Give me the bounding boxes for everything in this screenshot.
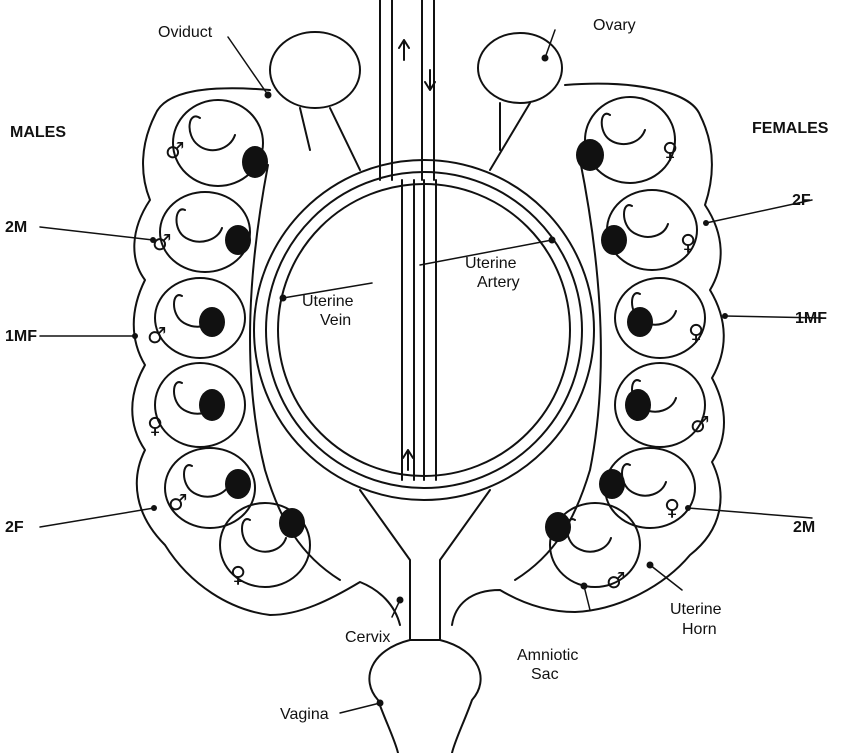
- uterine-artery-label-line2: Artery: [477, 274, 520, 291]
- right-2f-label: 2F: [792, 192, 811, 209]
- right-placenta-2: [601, 225, 627, 255]
- left-placenta-3: [199, 307, 225, 337]
- vagina-label: Vagina: [280, 706, 329, 723]
- cervix-label: Cervix: [345, 629, 390, 646]
- left-fetus-sex-3: ♂: [147, 324, 167, 349]
- right-placenta-6: [545, 512, 571, 542]
- males-heading: MALES: [10, 124, 66, 141]
- amniotic-sac-label-line1: Amniotic: [517, 647, 578, 664]
- uterine-artery-label-line1: Uterine: [465, 255, 517, 272]
- females-heading: FEMALES: [752, 120, 829, 137]
- amniotic-sac-label-line2: Sac: [531, 666, 559, 683]
- left-1mf-label: 1MF: [5, 328, 37, 345]
- uterine-horn-label-line2: Horn: [682, 621, 717, 638]
- cervix-outline: [360, 490, 490, 640]
- vagina-outline: [369, 640, 480, 753]
- right-fetus-sex-5: ♀: [664, 496, 680, 521]
- flow-arrows: [399, 40, 435, 470]
- central-vessels: [380, 0, 436, 480]
- ovary-label: Ovary: [593, 17, 636, 34]
- left-placenta-5: [225, 469, 251, 499]
- right-placenta-1: [576, 139, 604, 171]
- left-2f-label: 2F: [5, 519, 24, 536]
- left-2m-label: 2M: [5, 219, 27, 236]
- oviduct-label: Oviduct: [158, 24, 213, 41]
- uterine-vein-label-line1: Uterine: [302, 293, 354, 310]
- right-fetus-sex-2: ♀: [680, 231, 696, 256]
- left-placenta-4: [199, 389, 225, 421]
- uterine-vein-label-line2: Vein: [320, 312, 351, 329]
- right-2m-label: 2M: [793, 519, 815, 536]
- left-fetus-sex-4: ♀: [147, 414, 163, 439]
- left-placenta-1: [242, 146, 268, 178]
- left-fetus-sex-5: ♂: [168, 491, 188, 516]
- right-fetus-sex-1: ♀: [662, 139, 678, 164]
- leader-dots: [265, 92, 272, 99]
- left-placenta-2: [225, 225, 251, 255]
- left-fetus-sex-2: ♂: [152, 231, 172, 256]
- left-ovary: [270, 32, 360, 108]
- left-fetus-sex-6: ♀: [230, 563, 246, 588]
- right-fetus-sex-6: ♂: [606, 569, 626, 594]
- right-placenta-5: [599, 469, 625, 499]
- left-fetus-sex-1: ♂: [165, 139, 185, 164]
- right-1mf-label: 1MF: [795, 310, 827, 327]
- uterine-horn-label-line1: Uterine: [670, 601, 722, 618]
- right-fetus-sex-4: ♂: [690, 413, 710, 438]
- left-placenta-6: [279, 508, 305, 538]
- right-placenta-3: [627, 307, 653, 337]
- right-fetus-sex-3: ♀: [688, 321, 704, 346]
- right-placenta-4: [625, 389, 651, 421]
